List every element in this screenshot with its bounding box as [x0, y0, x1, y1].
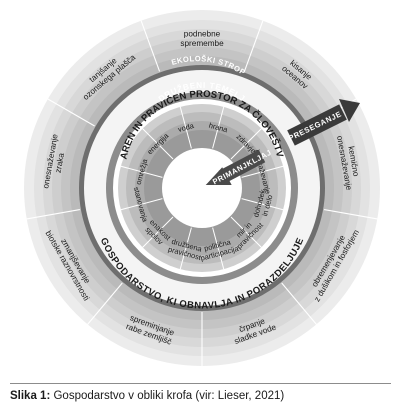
ceiling-divider — [87, 282, 123, 325]
foundation-divider — [179, 227, 192, 270]
foundation-divider — [212, 227, 225, 270]
ceiling-divider — [243, 20, 264, 72]
ceiling-divider — [324, 208, 378, 220]
ceiling-label-line: spremembe — [180, 39, 224, 48]
foundation-divider — [212, 106, 225, 149]
ceiling-divider — [140, 20, 161, 72]
ceiling-divider — [26, 208, 80, 220]
caption-text: Gospodarstvo v obliki krofa (vir: Lieser… — [50, 390, 285, 402]
foundation-divider — [241, 198, 284, 211]
foundation-divider — [230, 216, 262, 248]
ceiling-label-line: podnebne — [184, 30, 221, 39]
foundation-divider — [120, 165, 163, 178]
foundation-divider — [230, 128, 262, 160]
ceiling-divider — [47, 98, 95, 127]
figure-caption: Slika 1: Gospodarstvo v obliki krofa (vi… — [10, 390, 284, 402]
foundation-divider — [179, 106, 192, 149]
ceiling-divider — [281, 282, 317, 325]
foundation-divider — [120, 198, 163, 211]
foundation-label-line: voda — [177, 121, 196, 134]
foundation-divider — [241, 165, 284, 178]
caption-divider — [10, 383, 391, 384]
foundation-divider — [142, 216, 174, 248]
foundation-divider — [142, 128, 174, 160]
ceiling-label-line: zraka — [54, 152, 66, 174]
foundation-label: voda — [177, 121, 196, 134]
caption-label: Slika 1: — [10, 390, 51, 402]
